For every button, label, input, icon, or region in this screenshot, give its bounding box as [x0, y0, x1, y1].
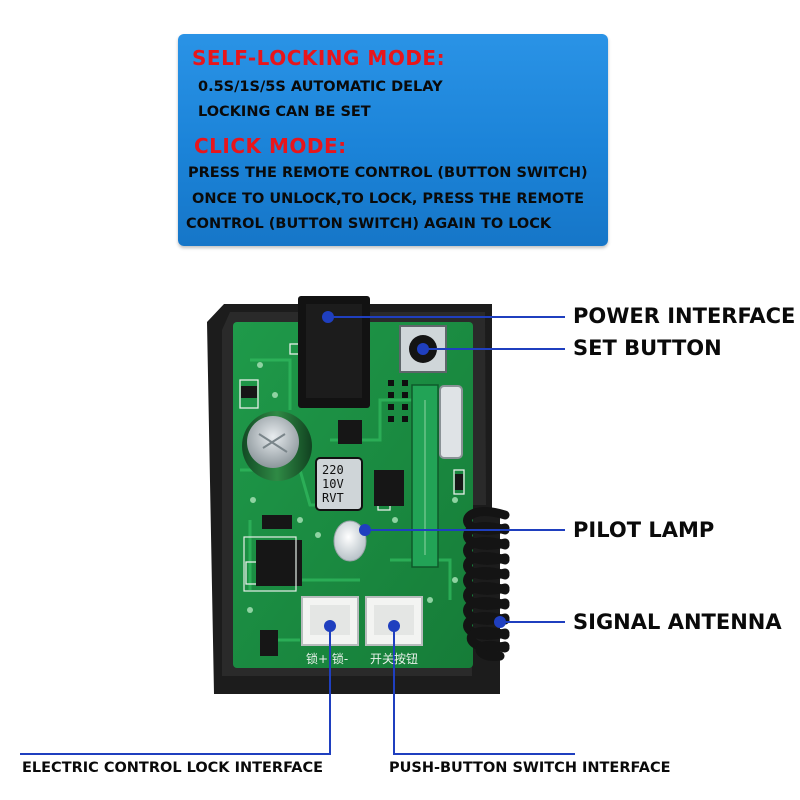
capacitor-label-1: 220 — [322, 463, 344, 477]
antenna-coil — [463, 507, 510, 661]
pilot-lamp-led — [333, 520, 367, 562]
click-mode-line-1: PRESS THE REMOTE CONTROL (BUTTON SWITCH) — [188, 165, 588, 181]
power-interface-label: POWER INTERFACE — [573, 304, 796, 328]
lock-terminal-label: 锁+ 锁- — [306, 652, 349, 666]
click-mode-line-2: ONCE TO UNLOCK,TO LOCK, PRESS THE REMOTE — [192, 191, 584, 207]
signal-antenna-label: SIGNAL ANTENNA — [573, 610, 782, 634]
capacitor-label-3: RVT — [322, 491, 344, 505]
electric-lock-interface-label: ELECTRIC CONTROL LOCK INTERFACE — [22, 760, 324, 776]
rf-module — [411, 384, 463, 568]
self-locking-title: SELF-LOCKING MODE: — [192, 46, 446, 70]
header-pins — [388, 380, 408, 422]
info-box: SELF-LOCKING MODE: 0.5S/1S/5S AUTOMATIC … — [178, 34, 608, 246]
capacitor-green — [242, 411, 312, 481]
capacitor-label-2: 10V — [322, 477, 344, 491]
push-button-interface-label: PUSH-BUTTON SWITCH INTERFACE — [389, 760, 671, 776]
pilot-lamp-label: PILOT LAMP — [573, 518, 715, 542]
capacitor-black: 220 10V RVT — [315, 457, 363, 511]
switch-terminal-label: 开关按钮 — [370, 652, 419, 666]
self-locking-line-2: LOCKING CAN BE SET — [198, 104, 371, 120]
leader-lines — [20, 316, 575, 755]
leader-dots — [322, 311, 506, 632]
power-jack — [298, 296, 370, 408]
click-mode-line-3: CONTROL (BUTTON SWITCH) AGAIN TO LOCK — [186, 216, 552, 232]
self-locking-line-1: 0.5S/1S/5S AUTOMATIC DELAY — [198, 79, 443, 95]
click-mode-title: CLICK MODE: — [194, 134, 347, 158]
set-button-label: SET BUTTON — [573, 336, 722, 360]
